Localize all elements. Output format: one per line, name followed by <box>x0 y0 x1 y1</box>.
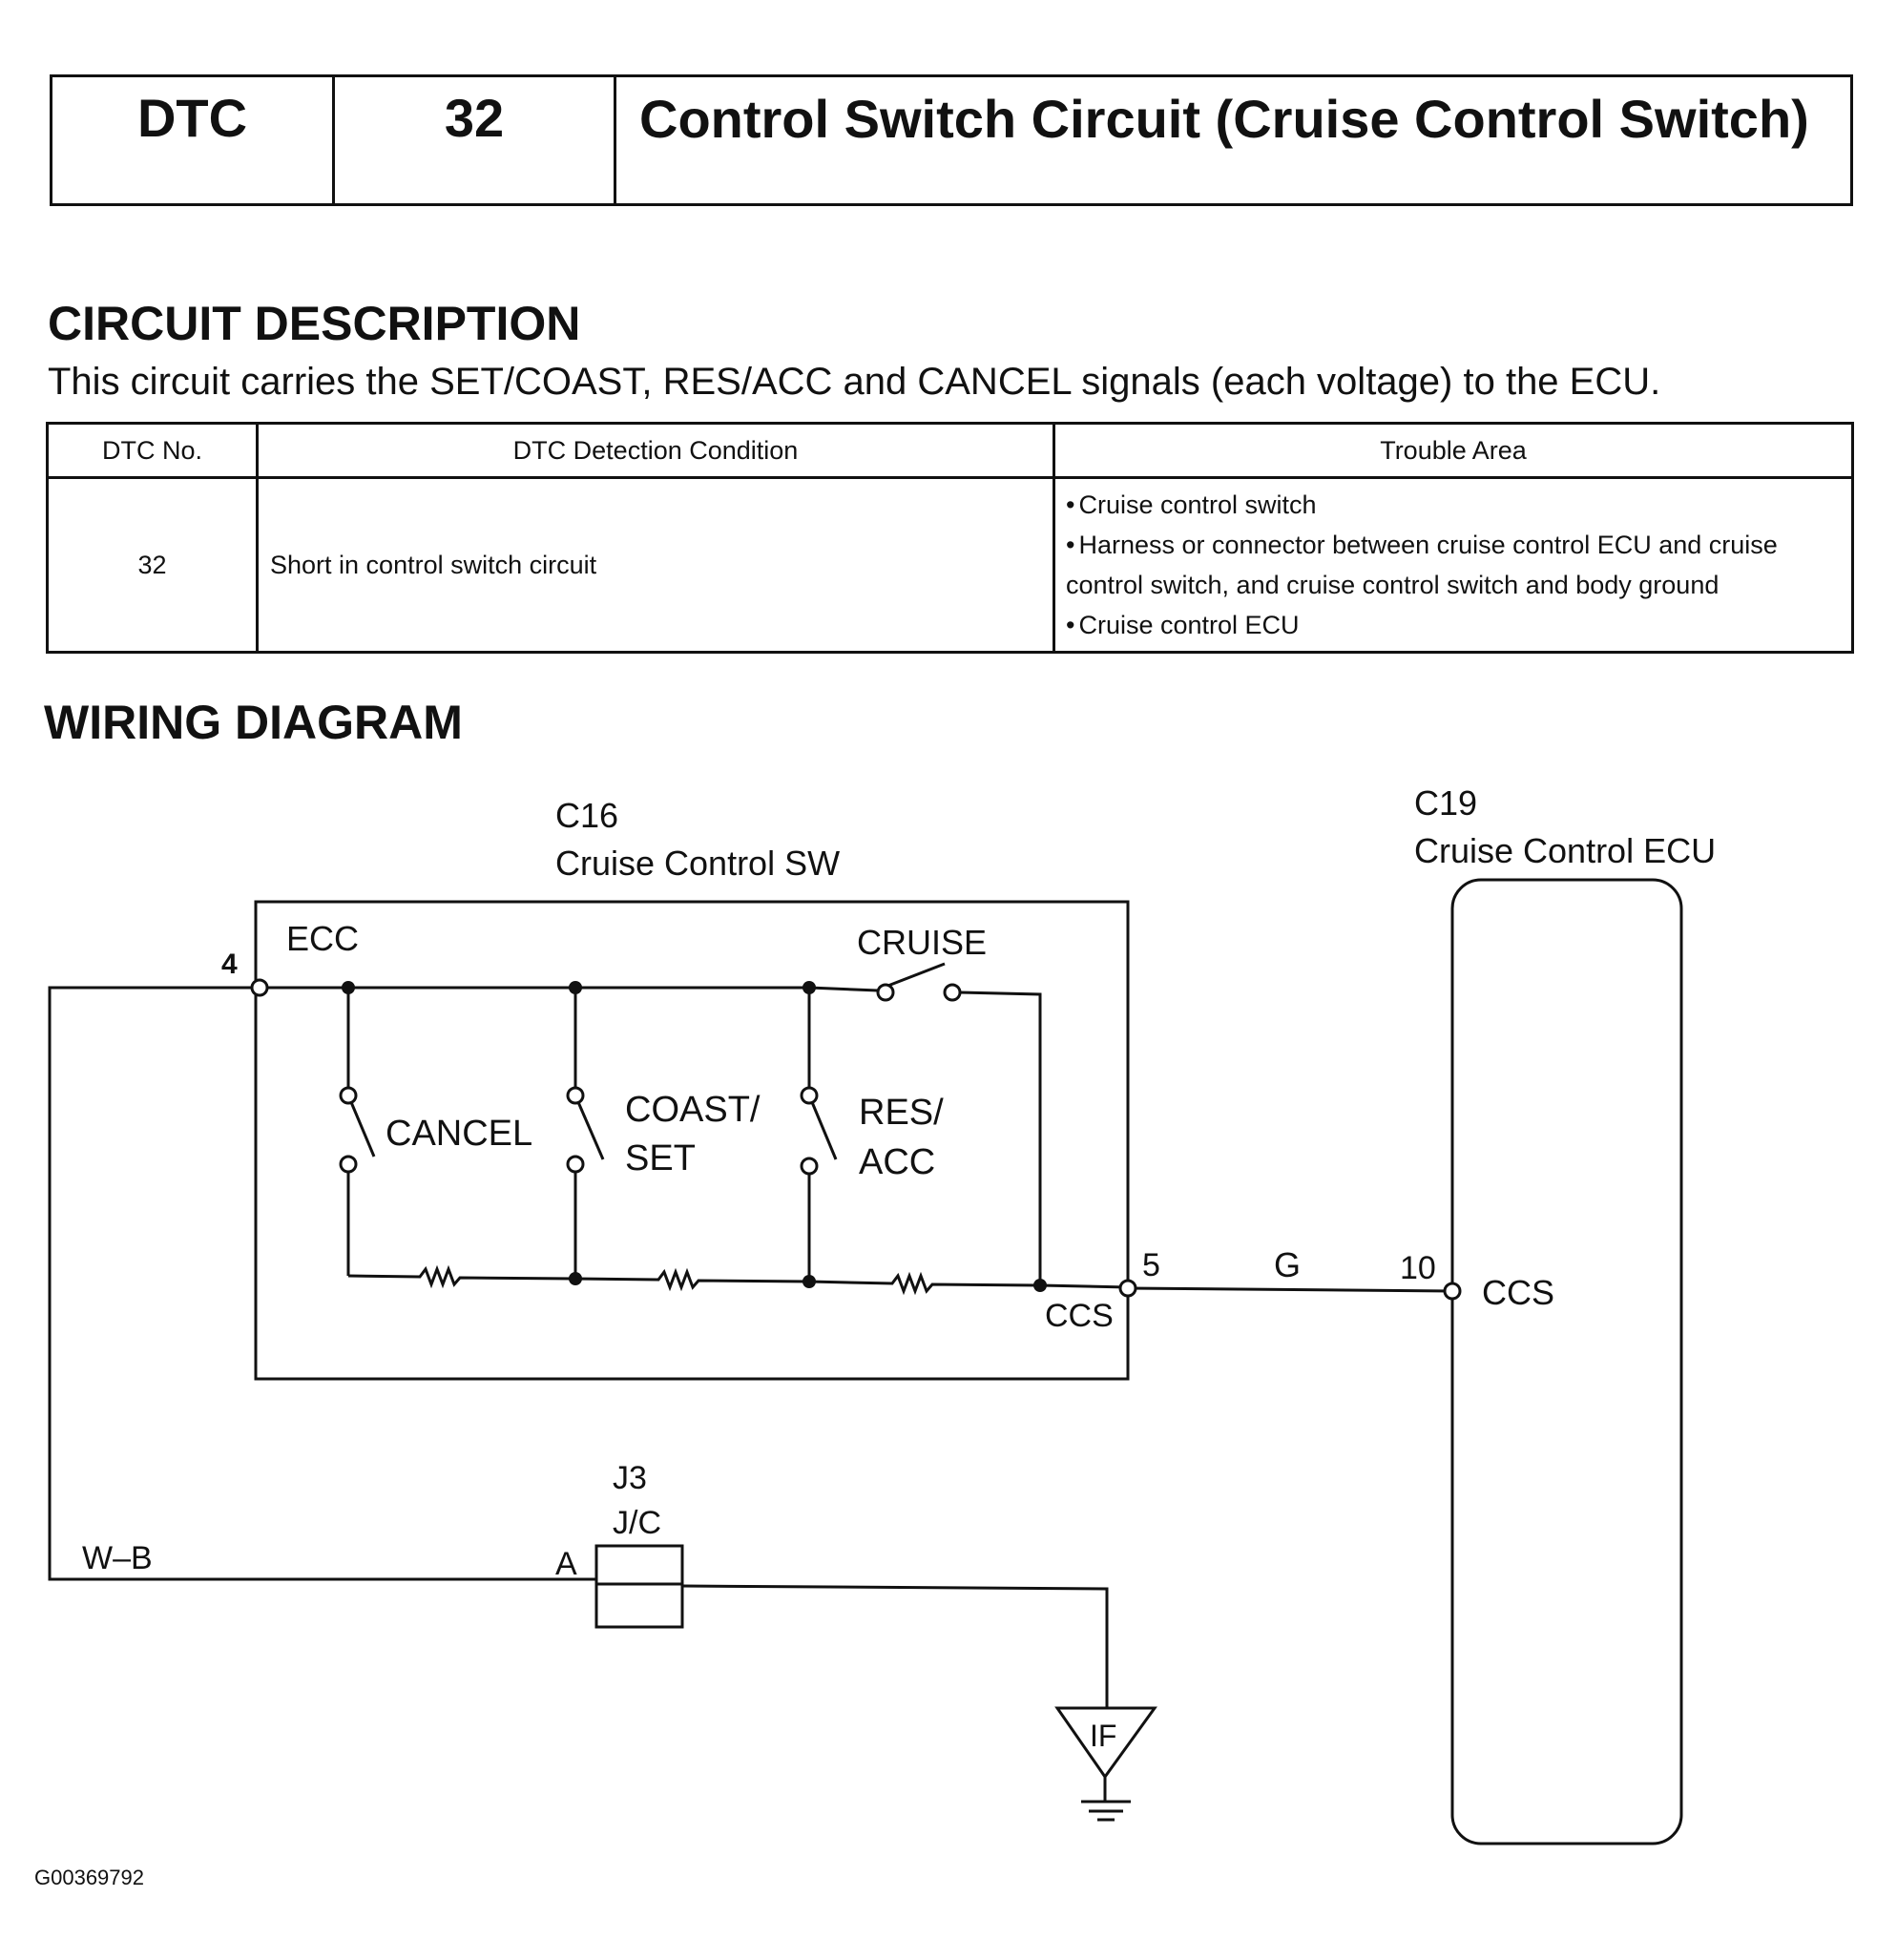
terminal-ecc <box>250 978 269 997</box>
res-contact <box>800 1086 819 1105</box>
ground-lead <box>681 1584 1109 1708</box>
coast-switch-blade <box>576 1101 605 1160</box>
wire-color-ccs: G <box>1274 1245 1301 1284</box>
ccs-wire <box>1127 1286 1453 1293</box>
terminal-ccs-ecu <box>1443 1282 1462 1301</box>
page-title: Control Switch Circuit (Cruise Control S… <box>639 89 1809 149</box>
junction-pin: A <box>555 1546 577 1582</box>
junction-connector-id: J3 <box>613 1460 647 1496</box>
pin-ecc-label: ECC <box>286 919 359 958</box>
cruise-return-wire <box>958 990 1042 1283</box>
detection-condition-cell: Short in control switch circuit <box>256 476 1055 654</box>
ground-wire <box>48 986 596 1581</box>
table-header-row: DTC No. DTC Detection Condition Trouble … <box>46 422 1854 479</box>
res-label-line2: ACC <box>859 1142 935 1182</box>
cancel-label: CANCEL <box>386 1114 532 1154</box>
wiring-diagram-heading: WIRING DIAGRAM <box>44 696 463 749</box>
cancel-switch-blade <box>349 1101 376 1157</box>
ground-triangle <box>1054 1706 1157 1780</box>
resistor-1 <box>347 1264 576 1289</box>
cruise-contact <box>876 983 895 1002</box>
circuit-description-text: This circuit carries the SET/COAST, RES/… <box>48 361 1661 403</box>
ground-point-label: IF <box>1090 1719 1116 1753</box>
ccs-label-switch: CCS <box>1045 1298 1114 1334</box>
ecu-box <box>1450 878 1683 1845</box>
switch-name: Cruise Control SW <box>555 844 840 883</box>
trouble-area-item: Harness or connector between cruise cont… <box>1066 525 1850 605</box>
cruise-contact <box>943 983 962 1002</box>
junction-dot <box>569 981 582 994</box>
res-contact <box>800 1157 819 1176</box>
trouble-area-item: Cruise control switch <box>1066 485 1850 525</box>
coast-label-line1: COAST/ <box>625 1090 761 1130</box>
dtc-header: DTC 32 Control Switch Circuit (Cruise Co… <box>50 74 1853 206</box>
trouble-area-item: Cruise control ECU <box>1066 605 1850 645</box>
column-header: Trouble Area <box>1053 422 1854 479</box>
circuit-description-heading: CIRCUIT DESCRIPTION <box>48 297 581 350</box>
junction-dot <box>569 1272 582 1285</box>
junction-box <box>594 1544 684 1629</box>
coast-label-line2: SET <box>625 1138 696 1178</box>
dtc-label: DTC <box>52 77 335 203</box>
cruise-label: CRUISE <box>857 923 987 962</box>
junction-name: J/C <box>613 1505 661 1541</box>
ecu-pin-label: CCS <box>1482 1273 1554 1312</box>
coast-contact <box>566 1155 585 1174</box>
pin-ccs-number: 5 <box>1142 1247 1160 1283</box>
ecu-pin-number: 10 <box>1400 1250 1436 1286</box>
table-row: 32 Short in control switch circuit Cruis… <box>46 476 1854 654</box>
resistor-3 <box>808 1271 1041 1296</box>
terminal-ccs-switch <box>1118 1279 1137 1298</box>
junction-dot <box>803 1275 816 1288</box>
dtc-number: 32 <box>335 77 616 203</box>
trouble-area-cell: Cruise control switch Harness or connect… <box>1053 476 1854 654</box>
wire-color-ground: W–B <box>82 1540 153 1576</box>
dtc-table: DTC No. DTC Detection Condition Trouble … <box>46 422 1854 654</box>
column-header: DTC No. <box>46 422 259 479</box>
junction-dot <box>1033 1279 1047 1292</box>
cruise-wire <box>808 986 879 992</box>
res-switch-blade <box>810 1101 838 1160</box>
resistor-2 <box>574 1267 810 1292</box>
res-label-line1: RES/ <box>859 1093 944 1133</box>
switch-connector-id: C16 <box>555 796 618 835</box>
column-header: DTC Detection Condition <box>256 422 1055 479</box>
junction-dot <box>803 981 816 994</box>
dtc-no-cell: 32 <box>46 476 259 654</box>
junction-dot <box>342 981 355 994</box>
coast-contact <box>566 1086 585 1105</box>
switch-box <box>254 900 1130 1381</box>
ecu-name: Cruise Control ECU <box>1414 831 1716 870</box>
cancel-contact <box>339 1086 358 1105</box>
cruise-switch-blade <box>885 962 946 989</box>
ccs-internal-wire <box>1039 1283 1129 1289</box>
pin-ecc-number: 4 <box>221 949 238 980</box>
ecu-connector-id: C19 <box>1414 783 1477 823</box>
cancel-contact <box>339 1155 358 1174</box>
figure-code: G00369792 <box>34 1866 144 1889</box>
